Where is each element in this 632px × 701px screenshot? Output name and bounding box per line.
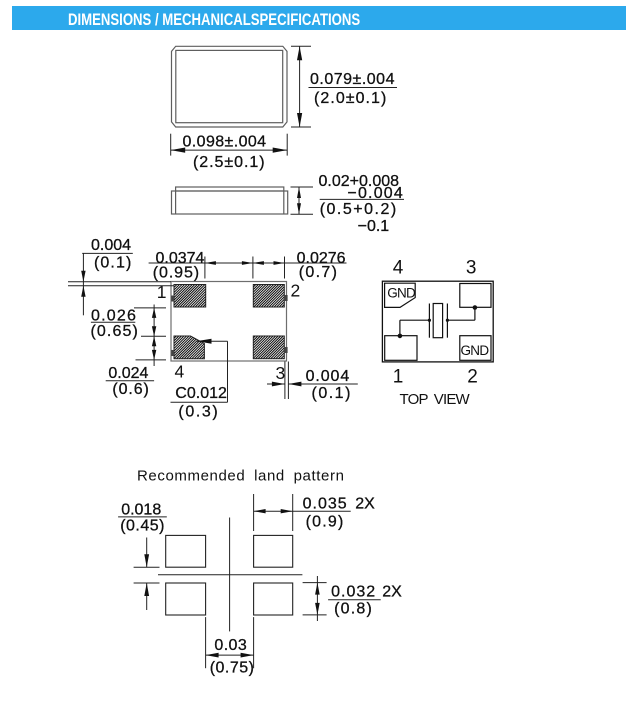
svg-text:GND: GND: [461, 343, 490, 358]
svg-text:Recommended land pattern: Recommended land pattern: [137, 468, 345, 485]
svg-text:0.079±.004: 0.079±.004: [310, 71, 395, 88]
svg-text:0.098±.004: 0.098±.004: [183, 134, 267, 151]
svg-text:3: 3: [466, 257, 477, 278]
svg-text:(0.65): (0.65): [91, 323, 139, 340]
svg-text:(0.5+0.2): (0.5+0.2): [320, 201, 398, 218]
svg-text:(0.1): (0.1): [94, 255, 132, 272]
svg-text:GND: GND: [387, 285, 416, 300]
svg-text:2X: 2X: [355, 496, 375, 513]
svg-text:C0.012: C0.012: [175, 385, 227, 402]
svg-text:3: 3: [276, 363, 286, 383]
svg-text:1: 1: [393, 366, 404, 387]
svg-text:(0.1): (0.1): [312, 385, 352, 402]
svg-text:(0.6): (0.6): [112, 381, 149, 398]
svg-text:0.02+0.008: 0.02+0.008: [319, 173, 400, 190]
svg-text:(0.45): (0.45): [120, 518, 165, 535]
svg-text:0.0276: 0.0276: [297, 250, 346, 267]
svg-text:(2.0±0.1): (2.0±0.1): [314, 90, 387, 107]
svg-text:0.032: 0.032: [331, 584, 376, 601]
svg-text:0.004: 0.004: [306, 368, 351, 385]
svg-text:0.0374: 0.0374: [156, 250, 205, 267]
svg-text:0.03: 0.03: [214, 637, 247, 654]
svg-text:0.018: 0.018: [121, 502, 161, 519]
svg-text:4: 4: [393, 257, 404, 278]
svg-text:0.004: 0.004: [91, 237, 131, 254]
svg-text:(0.9): (0.9): [306, 514, 345, 531]
svg-text:4: 4: [175, 362, 185, 382]
svg-text:(2.5±0.1): (2.5±0.1): [193, 154, 265, 171]
svg-text:−0.004: −0.004: [347, 185, 404, 202]
svg-text:TOP VIEW: TOP VIEW: [400, 391, 471, 408]
svg-text:2: 2: [467, 366, 478, 387]
svg-text:2: 2: [291, 281, 301, 301]
svg-text:−0.1: −0.1: [358, 218, 390, 235]
svg-text:(0.8): (0.8): [334, 601, 373, 618]
svg-text:0.024: 0.024: [108, 365, 148, 382]
svg-text:0.026: 0.026: [91, 308, 137, 325]
svg-text:1: 1: [157, 282, 167, 302]
svg-text:(0.7): (0.7): [299, 264, 338, 281]
svg-text:(0.95): (0.95): [153, 264, 200, 281]
svg-text:0.035: 0.035: [303, 496, 348, 513]
svg-text:(0.3): (0.3): [178, 404, 219, 421]
svg-text:DIMENSIONS / MECHANICALSPECIFI: DIMENSIONS / MECHANICALSPECIFICATIONS: [68, 10, 360, 29]
svg-text:(0.75): (0.75): [210, 660, 255, 677]
svg-text:2X: 2X: [382, 584, 402, 601]
